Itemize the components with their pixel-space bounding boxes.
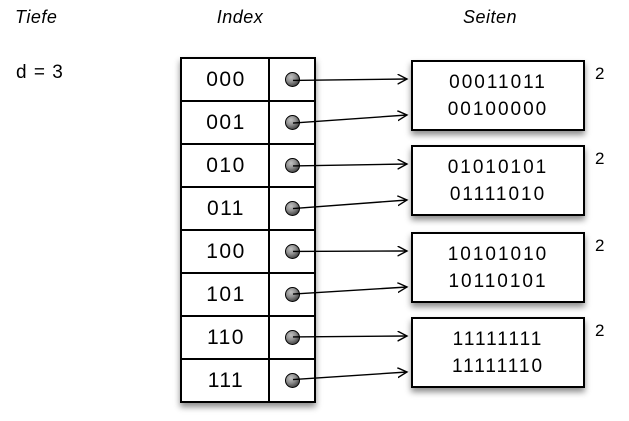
index-cell-pointer: [270, 360, 314, 401]
index-row: 101: [182, 274, 314, 317]
local-depth-label: 2: [595, 149, 605, 168]
depth-column-title: Tiefe: [15, 7, 58, 27]
index-row: 110: [182, 317, 314, 360]
index-row: 011: [182, 188, 314, 231]
page-box: 10101010 10110101: [411, 232, 585, 303]
index-row: 000: [182, 59, 314, 102]
pointer-dot-icon: [284, 115, 300, 130]
pages-column-title: Seiten: [462, 7, 518, 27]
index-row: 010: [182, 145, 314, 188]
page-entry: 10101010: [447, 243, 549, 265]
global-depth-value: d = 3: [16, 62, 64, 83]
index-row: 001: [182, 102, 314, 145]
pointer-dot-icon: [284, 158, 300, 173]
page-entry: 01010101: [447, 156, 549, 178]
index-cell-label: 111: [182, 360, 270, 401]
index-cell-pointer: [270, 231, 314, 272]
index-cell-pointer: [270, 188, 314, 229]
page-box-wrap: 10101010 10110101 2: [411, 232, 604, 303]
index-cell-pointer: [270, 59, 314, 100]
pointer-dot-icon: [284, 72, 300, 87]
page-entry: 11111111: [452, 328, 544, 350]
page-box: 11111111 11111110: [411, 317, 585, 388]
page-box: 01010101 01111010: [411, 145, 585, 216]
local-depth-label: 2: [595, 321, 605, 340]
index-cell-pointer: [270, 145, 314, 186]
index-cell-label: 110: [182, 317, 270, 358]
pointer-dot-icon: [284, 287, 300, 302]
index-row: 100: [182, 231, 314, 274]
index-cell-label: 001: [182, 102, 270, 143]
page-entry: 10110101: [448, 270, 548, 292]
page-entry: 00011011: [449, 71, 547, 93]
index-cell-label: 010: [182, 145, 270, 186]
index-cell-pointer: [270, 317, 314, 358]
pointer-dot-icon: [284, 244, 300, 259]
index-cell-label: 101: [182, 274, 270, 315]
pointer-dot-icon: [284, 201, 300, 216]
page-box: 00011011 00100000: [411, 60, 585, 131]
page-entry: 01111010: [449, 183, 547, 205]
index-cell-label: 000: [182, 59, 270, 100]
index-row: 111: [182, 360, 314, 401]
index-cell-label: 011: [182, 188, 270, 229]
index-cell-pointer: [270, 102, 314, 143]
pointer-dot-icon: [284, 373, 300, 388]
index-cell-label: 100: [182, 231, 270, 272]
local-depth-label: 2: [595, 64, 605, 83]
index-cell-pointer: [270, 274, 314, 315]
page-box-wrap: 00011011 00100000 2: [411, 60, 604, 131]
local-depth-label: 2: [595, 236, 605, 255]
page-box-wrap: 01010101 01111010 2: [411, 145, 604, 216]
index-column-title: Index: [216, 7, 264, 27]
page-box-wrap: 11111111 11111110 2: [411, 317, 604, 388]
page-entry: 00100000: [447, 98, 549, 120]
pointer-dot-icon: [284, 330, 300, 345]
page-entry: 11111110: [451, 355, 545, 377]
index-table: 000 001 010 011 100 101 110 111: [180, 57, 316, 403]
